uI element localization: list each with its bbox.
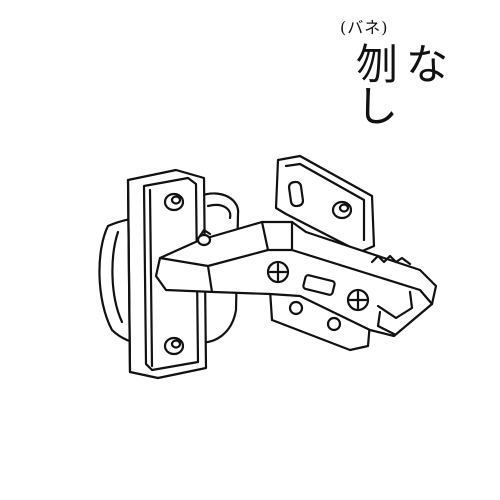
base-bracket [268, 154, 376, 352]
hinge-arm [154, 220, 438, 338]
ruby-annotation: (バネ) [340, 18, 389, 37]
product-label: 刎なし [356, 40, 457, 131]
